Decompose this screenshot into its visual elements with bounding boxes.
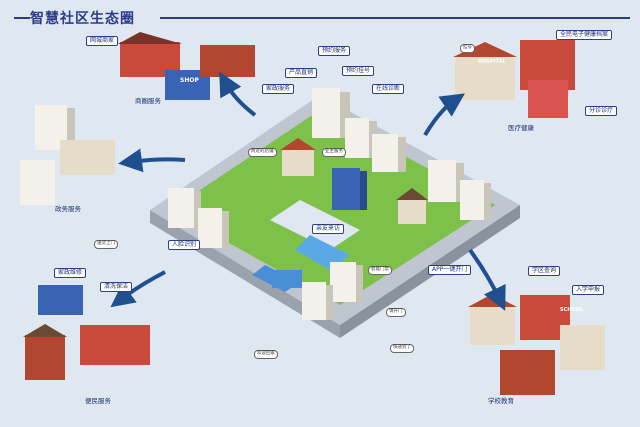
community-buildings [168, 88, 491, 320]
bubble-2: 业主服务 [322, 148, 346, 157]
label-school-query: 学区查询 [528, 266, 561, 276]
convenience-cluster [23, 285, 150, 380]
arrow-to-convenience [110, 270, 166, 308]
label-visitor: 亲友来访 [312, 224, 345, 234]
title-rule-left [14, 17, 30, 19]
sign-hospital: HOSPITAL [478, 59, 506, 65]
label-product-sales: 产品直销 [285, 68, 318, 78]
label-school-edu: 学校教育 [488, 397, 514, 405]
bubble-1: 附近的店铺 [248, 148, 277, 157]
arrow-to-hospital [423, 93, 465, 137]
arrow-to-school [468, 248, 506, 311]
hospital-cluster [453, 40, 575, 118]
arrow-to-government [118, 148, 186, 173]
label-cleaning: 清洗保洁 [100, 282, 133, 292]
arrow-to-shopping [219, 71, 257, 117]
label-enrollment: 入学申报 [572, 285, 605, 295]
bubble-4: 欢迎回家 [254, 350, 278, 359]
label-repair: 家政维修 [54, 268, 87, 278]
tower-building [168, 88, 491, 320]
diagram-title: 智慧社区生态圈 [30, 11, 135, 27]
label-face-recognition: 人脸识别 [168, 240, 201, 250]
service-arrows [110, 71, 506, 311]
label-household-doctor: 全民电子健康档案 [556, 30, 613, 40]
pond [295, 235, 350, 270]
government-cluster [20, 105, 115, 205]
shopping-cluster [118, 32, 255, 100]
label-shopping: 网城商家 [86, 36, 119, 46]
label-smart-gate: 智能门禁 [368, 266, 392, 275]
bubble-5: 送货上门 [94, 240, 118, 249]
sign-shop: SHOP [180, 77, 199, 84]
label-housekeeping: 家政服务 [262, 84, 295, 94]
label-app-door: APP一键开门 [428, 265, 472, 275]
label-medical: 医疗健康 [508, 124, 534, 132]
bubble-6: 请开门 [386, 308, 406, 317]
school-cluster [468, 294, 605, 395]
label-triage: 分诊诊疗 [585, 106, 618, 116]
label-online-diagnosis: 在线诊断 [372, 84, 405, 94]
sign-school: SCHOOL [560, 307, 584, 313]
label-appointment: 预约服务 [318, 46, 351, 56]
bubble-3: 快递到了 [390, 344, 414, 353]
title-rule-right [160, 17, 630, 19]
label-merchant: 商圈服务 [135, 97, 161, 105]
label-government: 政务服务 [55, 205, 81, 213]
bubble-0: 挂号 [460, 44, 475, 53]
label-booking: 预约挂号 [342, 66, 375, 76]
label-convenience: 便民服务 [85, 397, 111, 405]
